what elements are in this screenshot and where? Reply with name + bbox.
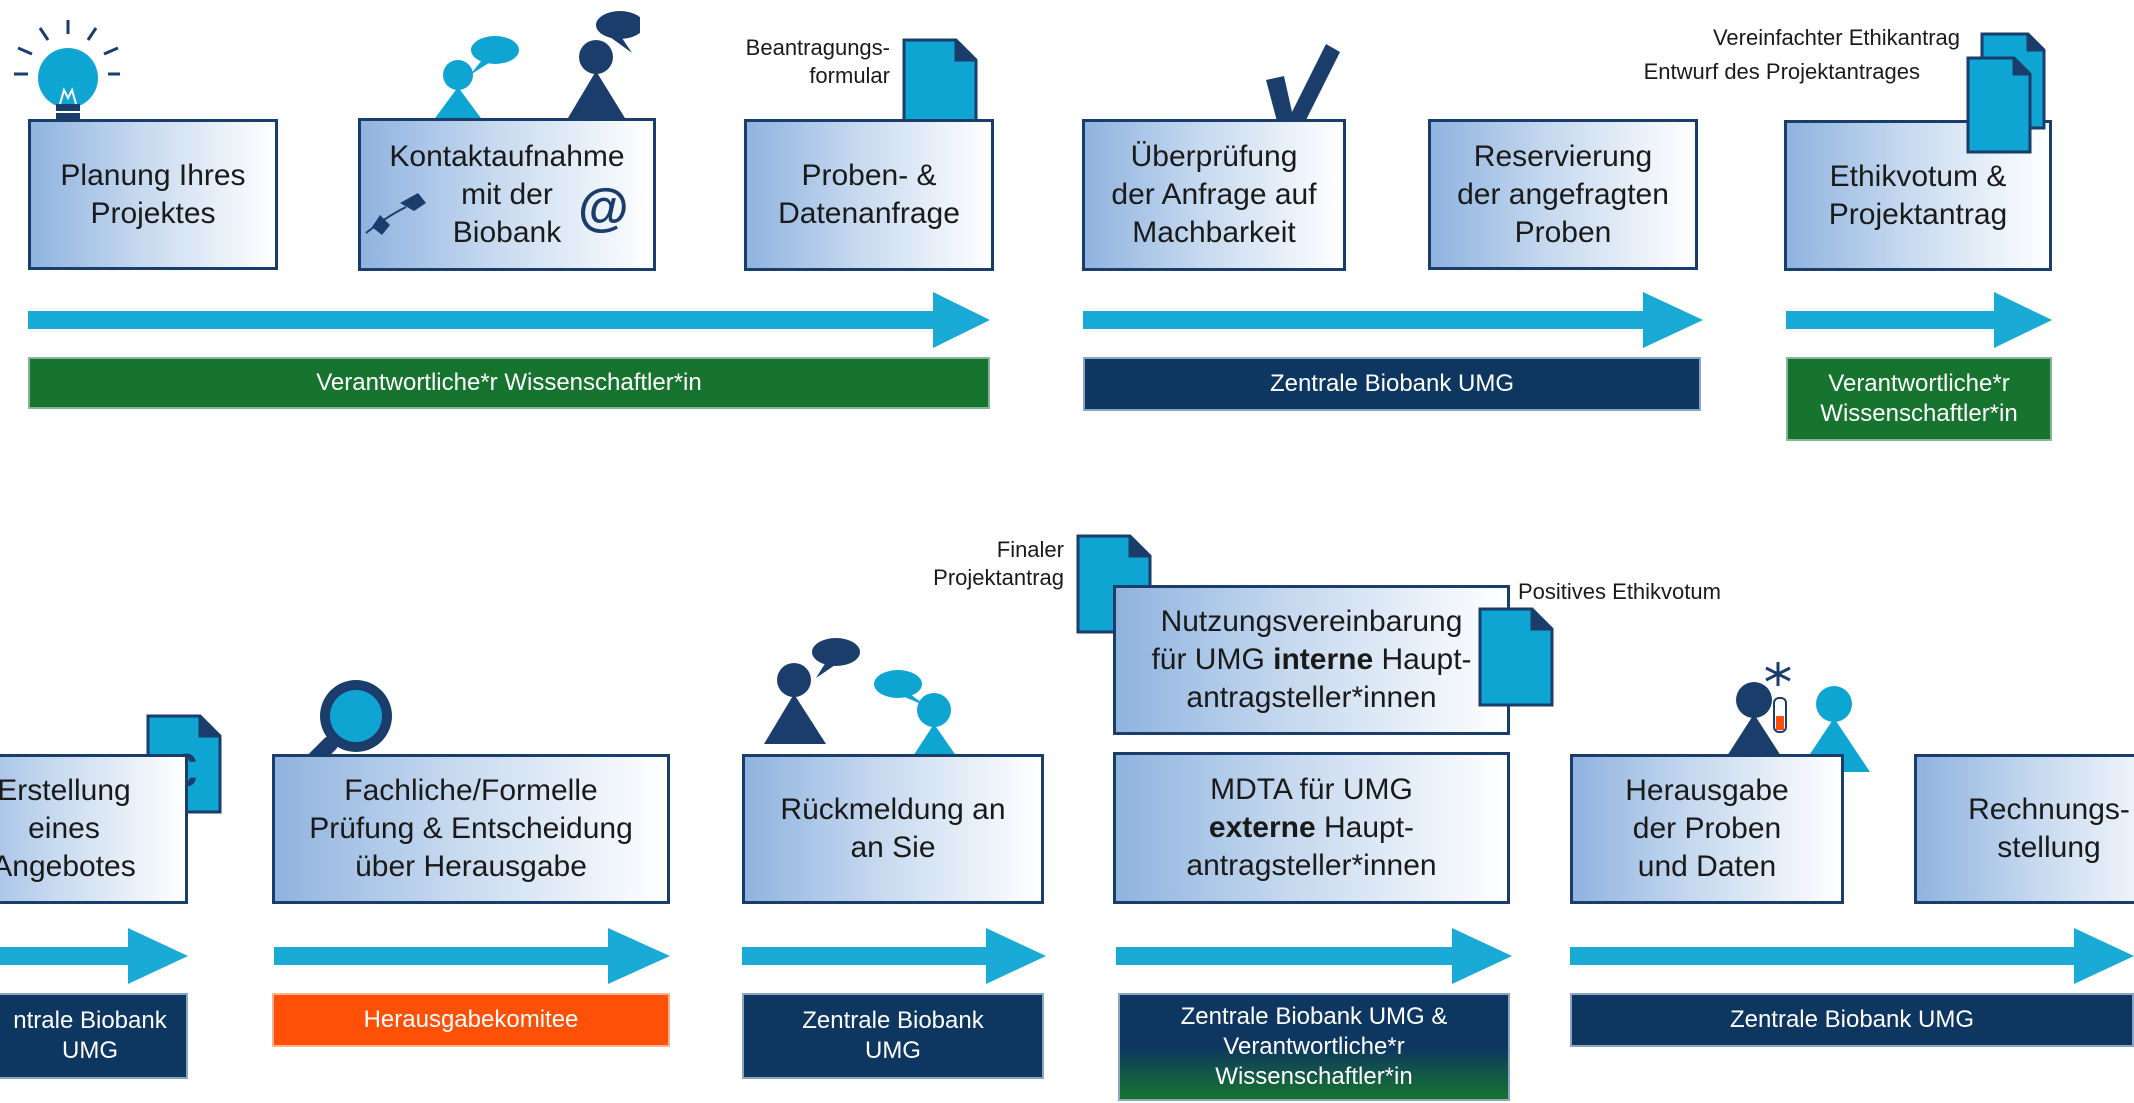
role-bar-wissenschaftler: Verantwortliche*r Wissenschaftler*in [1786,357,2052,441]
nutzung-text-1: Nutzungsvereinbarung für UMG [1151,605,1463,676]
step-nutzungsvereinbarung: Nutzungsvereinbarung für UMG interne Hau… [1113,585,1510,735]
step-kontakt-label: Kontaktaufnahme mit der Biobank [389,139,625,249]
doc-label-finaler: Finaler Projektantrag [933,537,1064,590]
step-mdta: MDTA für UMG externe Haupt- antragstelle… [1113,752,1510,904]
step-rueckmeldung: Rückmeldung an an Sie [742,754,1044,904]
role-bar-wissenschaftler: Verantwortliche*r Wissenschaftler*in [28,357,990,409]
checkmark-icon [1266,44,1340,140]
step-pruefung: Fachliche/Formelle Prüfung & Entscheidun… [272,754,670,904]
doc-label-beantragung: Beantragungs- formular [745,35,890,88]
process-arrow [1786,292,2052,348]
step-kontakt: Kontaktaufnahme mit der Biobank [358,118,656,271]
step-planung-label: Planung Ihres Projektes [60,158,246,230]
step-machbarkeit: Überprüfung der Anfrage auf Machbarkeit [1082,119,1346,271]
process-arrow [0,928,188,984]
process-arrow [1083,292,1703,348]
process-arrow [1116,928,1512,984]
step-rueckmeldung-label: Rückmeldung an an Sie [780,793,1006,864]
role-bar-biobank: ntrale Biobank UMG [0,993,188,1079]
role-bar-biobank: Zentrale Biobank UMG [742,993,1044,1079]
mdta-text-bold: externe [1208,811,1316,844]
mdta-text-1: MDTA für UMG [1210,773,1413,806]
step-herausgabe: Herausgabe der Proben und Daten [1570,754,1844,904]
step-planung: Planung Ihres Projektes [28,119,278,270]
step-machbarkeit-label: Überprüfung der Anfrage auf Machbarkeit [1111,140,1317,249]
doc-label-positiv: Positives Ethikvotum [1518,579,1721,604]
step-ethikvotum-label: Ethikvotum & Projektantrag [1828,159,2008,231]
document-icon [1478,607,1554,707]
step-angebot: Erstellung eines Angebotes [0,754,188,904]
nutzung-text-bold: interne [1273,643,1374,676]
step-anfrage: Proben- & Datenanfrage [744,119,994,271]
role-bar-biobank: Zentrale Biobank UMG [1570,993,2134,1047]
step-rechnung-label: Rechnungs- stellung [1968,793,2130,864]
phone-icon [365,193,426,235]
process-arrow [28,292,990,348]
step-herausgabe-label: Herausgabe der Proben und Daten [1625,774,1789,883]
people-chat-icon [430,11,640,125]
step-rechnung: Rechnungs- stellung [1914,754,2134,904]
process-arrow [742,928,1046,984]
step-anfrage-label: Proben- & Datenanfrage [778,159,960,230]
nutzung-text-2: Haupt- antragsteller*innen [1186,643,1472,714]
step-pruefung-label: Fachliche/Formelle Prüfung & Entscheidun… [309,774,633,883]
role-bar-herausgabekomitee: Herausgabekomitee [272,993,670,1047]
step-angebot-label: Erstellung eines Angebotes [0,774,136,883]
documents-icon [1966,32,2046,154]
doc-label-ethik1: Vereinfachter Ethikantrag [1712,25,1960,50]
process-arrow [1570,928,2134,984]
mdta-text-2: Haupt- antragsteller*innen [1186,811,1437,882]
at-sign-icon: @ [578,179,629,237]
role-bar-biobank-wissenschaftler: Zentrale Biobank UMG & Verantwortliche*r… [1118,993,1510,1101]
people-chat-icon [764,638,966,770]
role-bar-biobank: Zentrale Biobank UMG [1083,357,1701,411]
process-arrow [274,928,670,984]
step-reservierung: Reservierung der angefragten Proben [1428,119,1698,270]
doc-label-ethik2: Entwurf des Projektantrages [1643,59,1920,84]
step-reservierung-label: Reservierung der angefragten Proben [1457,139,1669,249]
